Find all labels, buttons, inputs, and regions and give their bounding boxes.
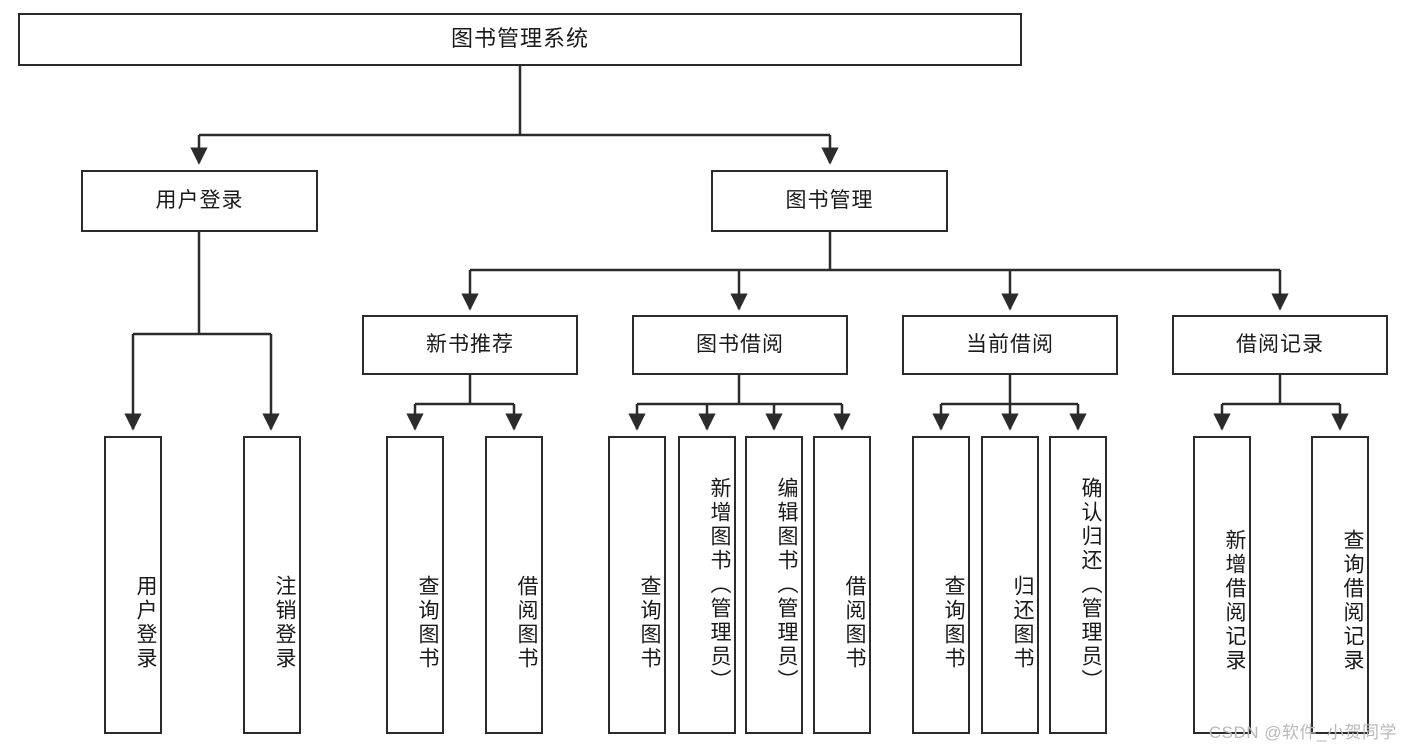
node-leaf-borrow-book-1[interactable]: 借阅图书 [485,436,543,734]
node-borrow-record[interactable]: 借阅记录 [1172,315,1388,375]
node-label: 新书推荐 [426,333,514,357]
node-leaf-query-record[interactable]: 查询借阅记录 [1311,436,1369,734]
node-leaf-borrow-book-2[interactable]: 借阅图书 [813,436,871,734]
node-book-borrow[interactable]: 图书借阅 [632,315,848,375]
node-label: 用户登录 [155,189,244,213]
node-label: 用户登录 [134,575,157,671]
node-label: 新增图书（管理员） [708,477,731,693]
node-label: 查询图书 [638,575,661,671]
node-leaf-user-login[interactable]: 用户登录 [104,436,162,734]
node-label: 图书管理系统 [450,26,589,52]
node-leaf-add-record[interactable]: 新增借阅记录 [1193,436,1251,734]
node-leaf-return-book[interactable]: 归还图书 [981,436,1039,734]
node-label: 确认归还（管理员） [1079,477,1102,693]
csdn-watermark: CSDN @软件_小贺同学 [1208,723,1397,742]
node-current-borrow[interactable]: 当前借阅 [902,315,1118,375]
node-label: 当前借阅 [966,333,1054,357]
node-label: 查询图书 [416,575,439,671]
node-book-management-system[interactable]: 图书管理系统 [18,13,1022,66]
node-label: 借阅图书 [515,575,538,671]
node-user-login[interactable]: 用户登录 [81,170,318,232]
node-label: 查询借阅记录 [1341,529,1364,673]
node-label: 归还图书 [1011,575,1034,671]
node-label: 图书借阅 [696,333,784,357]
node-label: 新增借阅记录 [1223,529,1246,673]
node-label: 借阅图书 [843,575,866,671]
node-label: 编辑图书（管理员） [775,477,798,693]
node-label: 查询图书 [942,575,965,671]
node-leaf-query-book-3[interactable]: 查询图书 [912,436,970,734]
node-new-book-recommend[interactable]: 新书推荐 [362,315,578,375]
node-leaf-logout-login[interactable]: 注销登录 [243,436,301,734]
node-leaf-query-book-1[interactable]: 查询图书 [386,436,444,734]
node-leaf-add-book[interactable]: 新增图书（管理员） [678,436,736,734]
node-leaf-query-book-2[interactable]: 查询图书 [608,436,666,734]
node-label: 注销登录 [273,575,296,671]
node-leaf-confirm-return[interactable]: 确认归还（管理员） [1049,436,1107,734]
node-leaf-edit-book[interactable]: 编辑图书（管理员） [745,436,803,734]
node-label: 图书管理 [785,189,874,213]
node-book-management[interactable]: 图书管理 [711,170,948,232]
node-label: 借阅记录 [1236,333,1324,357]
